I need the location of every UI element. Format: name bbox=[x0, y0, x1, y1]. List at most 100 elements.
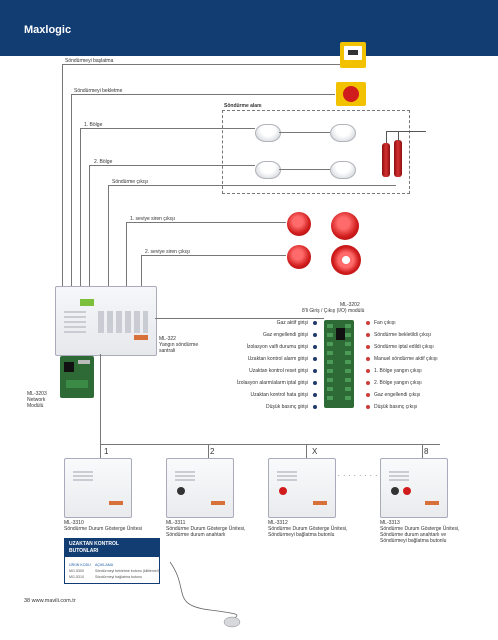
io-output-4: 1. Bölge yangın çıkışı bbox=[374, 368, 422, 374]
wire-release bbox=[108, 185, 109, 286]
input-dot bbox=[313, 393, 317, 397]
detector-link bbox=[279, 169, 330, 170]
siren-icon bbox=[287, 245, 311, 269]
panel-logo bbox=[134, 335, 148, 340]
remote-unit-3313 bbox=[380, 458, 448, 518]
extinguish-zone-box bbox=[222, 110, 410, 194]
remote-box-code-1: MG-5310 bbox=[69, 575, 84, 579]
io-model: ML-3202 bbox=[340, 302, 360, 308]
bus-label-8: 8 bbox=[424, 447, 429, 456]
io-module-board bbox=[324, 320, 354, 408]
unit1-desc2: Söndürme durum anahtarlı bbox=[166, 532, 226, 538]
wire-bus bbox=[100, 444, 440, 445]
remote-unit-3311 bbox=[166, 458, 234, 518]
unit0-model: ML-3310 bbox=[64, 520, 84, 526]
smoke-detector-icon bbox=[255, 161, 281, 179]
input-dot bbox=[313, 369, 317, 373]
gas-cylinder-icon bbox=[394, 140, 402, 177]
network-line2: Network bbox=[27, 397, 46, 403]
input-dot bbox=[313, 345, 317, 349]
unit2-desc1: Söndürme Durum Gösterge Ünitesi, bbox=[268, 526, 348, 532]
wire-start bbox=[62, 64, 63, 286]
footer-text: 38 www.mavili.com.tr bbox=[24, 598, 76, 604]
unit3-desc3: Söndürmeyi bağlatma butonlu bbox=[380, 538, 447, 544]
strobe-siren-icon bbox=[331, 245, 361, 275]
wire-hold-h bbox=[71, 94, 335, 95]
smoke-detector-icon bbox=[255, 124, 281, 142]
smoke-detector-icon bbox=[330, 124, 356, 142]
wire-zone2 bbox=[89, 165, 90, 286]
remote-unit-3312 bbox=[268, 458, 336, 518]
wire-release-h bbox=[108, 185, 396, 186]
brand-title: Maxlogic bbox=[24, 24, 72, 36]
remote-box-code-0: MG-5300 bbox=[69, 569, 84, 573]
io-output-0: Fan çıkışı bbox=[374, 320, 396, 326]
bus-drop bbox=[208, 444, 209, 458]
io-input-5: İzolasyon alarm/alarm iptal girişi bbox=[236, 380, 308, 386]
unit3-desc2: Söndürme durum anahtarlı ve bbox=[380, 532, 447, 538]
bus-drop bbox=[422, 444, 423, 458]
panel-keys bbox=[98, 311, 148, 333]
panel-leds bbox=[64, 311, 86, 333]
wire-zone1 bbox=[80, 128, 81, 286]
input-dot bbox=[313, 321, 317, 325]
io-input-3: Uzaktan kontrol alarm girişi bbox=[247, 356, 308, 362]
output-dot bbox=[366, 357, 370, 361]
remote-box-title-1: UZAKTAN KONTROL bbox=[69, 541, 119, 547]
panel-model: ML-322 bbox=[159, 336, 176, 342]
io-output-6: Gaz engellendi çıkışı bbox=[374, 392, 421, 398]
output-dot bbox=[366, 405, 370, 409]
header-bar bbox=[0, 0, 498, 56]
siren-icon bbox=[287, 212, 311, 236]
label-hold: Söndürmeyi bekletme bbox=[74, 88, 123, 94]
network-line3: Modülü bbox=[27, 403, 44, 409]
io-input-7: Düşük basınç girişi bbox=[266, 404, 308, 410]
wire-bus-down bbox=[100, 354, 101, 444]
gas-cylinder-icon bbox=[382, 143, 390, 177]
label-siren1: 1. seviye siren çıkışı bbox=[130, 216, 176, 222]
wire-siren1-h bbox=[126, 222, 286, 223]
output-dot bbox=[366, 369, 370, 373]
io-input-1: Gaz engellendi girişi bbox=[262, 332, 308, 338]
output-dot bbox=[366, 321, 370, 325]
input-dot bbox=[313, 357, 317, 361]
io-output-2: Söndürme iptal edildi çıkışı bbox=[374, 344, 434, 350]
remote-unit-3310 bbox=[64, 458, 132, 518]
wire-siren2-h bbox=[141, 255, 286, 256]
wire-to-io bbox=[155, 318, 324, 319]
remote-box-desc-0: Söndürmeyi bekletme butonu (kilitlemeli) bbox=[95, 569, 160, 573]
remote-buttons-box: UZAKTAN KONTROL BUTONLARI ÜRÜN KODU AÇIK… bbox=[64, 538, 160, 584]
label-zone1: 1. Bölge bbox=[84, 122, 103, 128]
gas-pipe bbox=[386, 131, 426, 133]
output-dot bbox=[366, 345, 370, 349]
input-dot bbox=[313, 333, 317, 337]
input-dot bbox=[313, 405, 317, 409]
label-release: Söndürme çıkışı bbox=[112, 179, 149, 185]
panel-desc-1: Yangın söndürme bbox=[159, 342, 199, 348]
panel-display bbox=[80, 299, 94, 306]
wire-start-h bbox=[62, 64, 340, 65]
unit3-model: ML-3313 bbox=[380, 520, 400, 526]
fire-panel bbox=[55, 286, 157, 356]
output-dot bbox=[366, 333, 370, 337]
abort-button-icon bbox=[336, 82, 366, 106]
label-start: Söndürmeyi başlatma bbox=[65, 58, 114, 64]
extinguish-zone-title: Söndürme alanı bbox=[224, 103, 262, 109]
wire-hold bbox=[71, 94, 72, 286]
io-input-6: Uzaktan kontrol hata girişi bbox=[250, 392, 308, 398]
unit3-desc1: Söndürme Durum Gösterge Ünitesi, bbox=[380, 526, 460, 532]
unit1-model: ML-3311 bbox=[166, 520, 186, 526]
label-siren2: 2. seviye siren çıkışı bbox=[145, 249, 191, 255]
network-module-board bbox=[60, 356, 94, 398]
bus-label-x: X bbox=[312, 447, 318, 456]
gas-pipe bbox=[398, 131, 400, 141]
wire-zone1-h bbox=[80, 128, 255, 129]
unit2-model: ML-3312 bbox=[268, 520, 288, 526]
siren-icon bbox=[331, 212, 359, 240]
bus-drop bbox=[306, 444, 307, 458]
remote-box-title-2: BUTONLARI bbox=[69, 548, 99, 554]
io-output-5: 2. Bölge yangın çıkışı bbox=[374, 380, 422, 386]
smoke-detector-icon bbox=[330, 161, 356, 179]
output-dot bbox=[366, 381, 370, 385]
io-output-3: Manuel söndürme aktif çıkışı bbox=[374, 356, 438, 362]
